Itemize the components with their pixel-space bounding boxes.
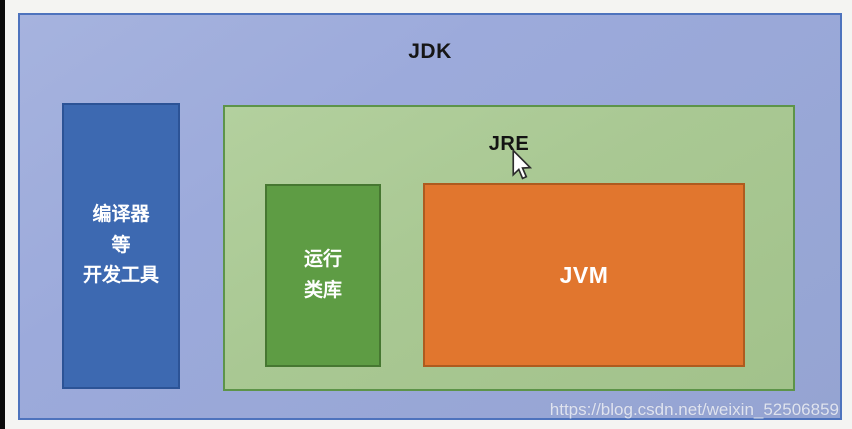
dev-tools-label-line-2: 等 (111, 234, 131, 256)
dev-tools-label-line-1: 编译器 (92, 203, 150, 225)
runtime-library-label-line-1: 运行 (303, 249, 342, 271)
jre-label: JRE (488, 133, 530, 155)
runtime-library-label-line-2: 类库 (303, 279, 342, 301)
dev-tools-box: 编译器 等 开发工具 (62, 103, 180, 389)
csdn-watermark-url: https://blog.csdn.net/weixin_52506859 (549, 400, 839, 419)
jdk-container-box: JDK 编译器 等 开发工具 JRE 运行 类库 JVM (18, 13, 842, 420)
dev-tools-label-line-3: 开发工具 (82, 265, 159, 287)
screen-left-edge-bar (0, 0, 5, 429)
jre-container-box: JRE 运行 类库 JVM (223, 105, 795, 391)
jdk-label: JDK (408, 40, 452, 63)
jvm-box: JVM (423, 183, 745, 367)
jvm-label: JVM (559, 261, 609, 288)
runtime-library-box: 运行 类库 (265, 184, 381, 367)
